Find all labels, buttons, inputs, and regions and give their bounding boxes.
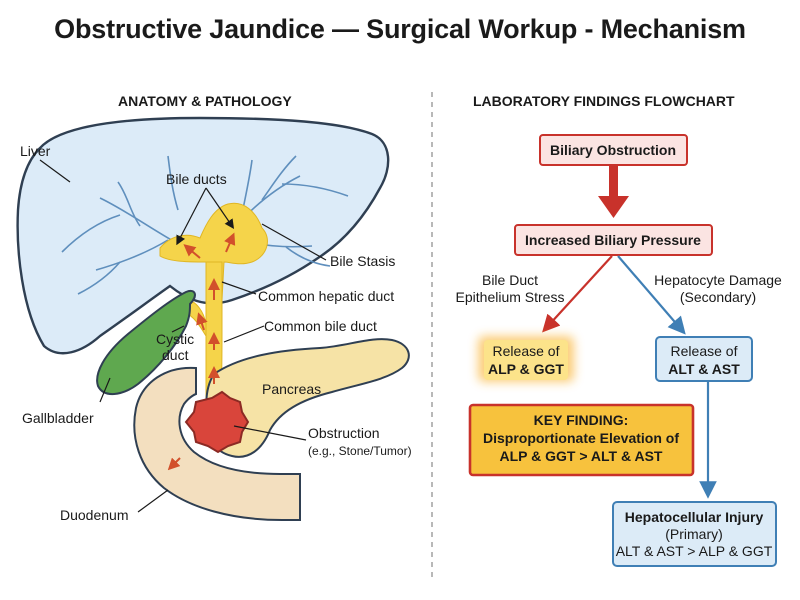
hepatocellular-box: [612, 501, 777, 567]
gallbladder: [96, 290, 196, 395]
release-alp-text-2: ALP & GGT: [488, 361, 564, 377]
diagram-title: Obstructive Jaundice — Surgical Workup -…: [54, 14, 746, 44]
key-finding-text-2: Disproportionate Elevation of: [483, 430, 679, 446]
left-branch-label-2: Epithelium Stress: [456, 289, 565, 305]
obstruction-mass: [184, 390, 250, 454]
release-alp-text-1: Release of: [493, 343, 560, 359]
release-alp-box: [484, 340, 568, 380]
cystic-duct-label-1: Cystic: [156, 331, 194, 347]
key-finding-box: [468, 403, 695, 477]
release-alt-text-1: Release of: [671, 343, 738, 359]
key-finding-text-1: KEY FINDING:: [534, 412, 629, 428]
pancreas-label: Pancreas: [262, 381, 321, 397]
hepatocellular-text-1: Hepatocellular Injury: [625, 509, 764, 525]
anatomy-leader-lines: [39, 159, 327, 513]
duodenum: [133, 366, 301, 521]
arrow-to-alt: [617, 255, 686, 335]
flowchart-heading: LABORATORY FINDINGS FLOWCHART: [473, 93, 735, 109]
anatomy-heading: ANATOMY & PATHOLOGY: [118, 93, 292, 109]
arrow-to-alp: [542, 255, 613, 333]
common-bile-duct-label: Common bile duct: [264, 318, 377, 334]
obstruction-label: Obstruction: [308, 425, 380, 441]
down-arrow-red: [598, 165, 629, 218]
increased-pressure-text: Increased Biliary Pressure: [525, 232, 701, 248]
release-alt-text-2: ALT & AST: [668, 361, 740, 377]
left-branch-label-1: Bile Duct: [482, 272, 538, 288]
hepatocellular-text-3: ALT & AST > ALP & GGT: [616, 543, 773, 559]
liver-label: Liver: [20, 143, 51, 159]
obstruction-note: (e.g., Stone/Tumor): [308, 444, 412, 458]
common-hepatic-duct-label: Common hepatic duct: [258, 288, 394, 304]
cystic-duct-label-2: duct: [162, 347, 189, 363]
bile-flow-arrows: [167, 232, 236, 471]
increased-pressure-box: [514, 224, 713, 256]
gallbladder-label: Gallbladder: [22, 410, 94, 426]
duodenum-label: Duodenum: [60, 507, 129, 523]
key-finding-text-3: ALP & GGT > ALT & AST: [500, 448, 663, 464]
bile-stasis-label: Bile Stasis: [330, 253, 395, 269]
right-branch-label-1: Hepatocyte Damage: [654, 272, 782, 288]
right-branch-label-2: (Secondary): [680, 289, 756, 305]
hepatocellular-text-2: (Primary): [665, 526, 723, 542]
bile-ducts-label: Bile ducts: [166, 171, 227, 187]
biliary-obstruction-text: Biliary Obstruction: [550, 142, 676, 158]
release-alt-box: [655, 336, 753, 382]
